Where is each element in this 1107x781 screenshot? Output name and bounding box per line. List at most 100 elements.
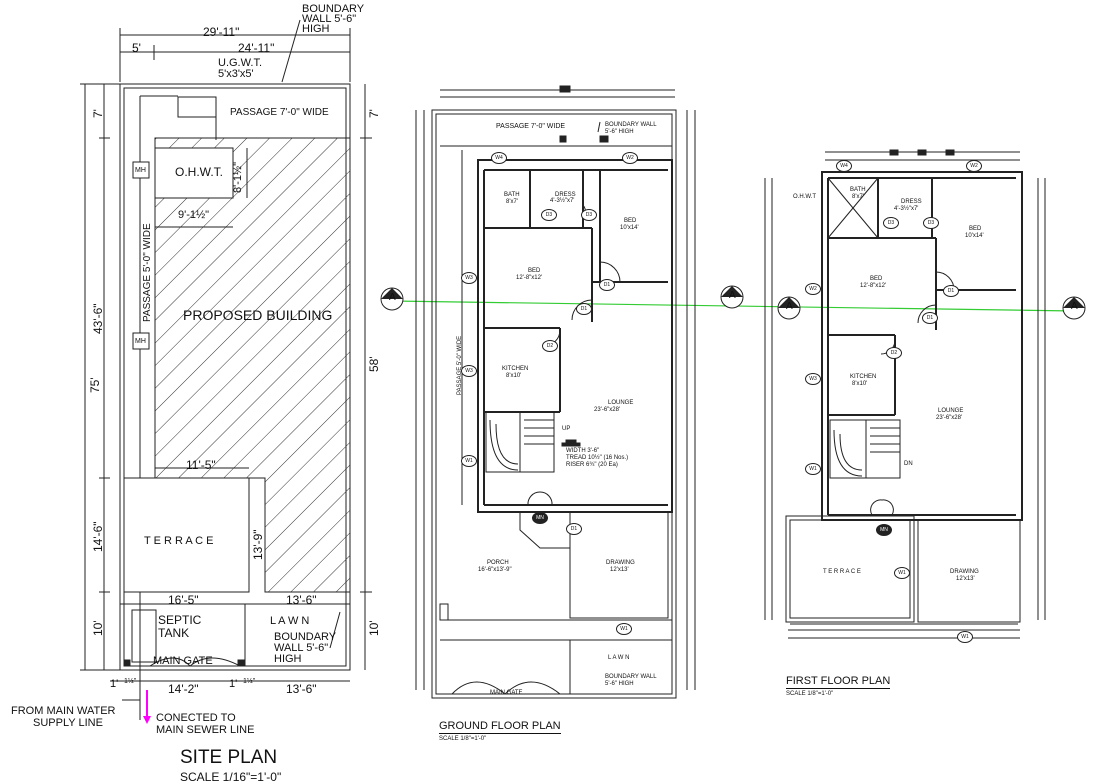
ff-drawing-size: 12'x13': [956, 576, 975, 582]
ff-section-a-left: A: [786, 301, 793, 312]
ff-kitchen: KITCHEN: [850, 374, 877, 380]
gf-lounge-size: 23'-6"x28': [594, 407, 621, 413]
gf-section-a-left: A: [389, 292, 396, 303]
site-dim-bottom-right: 13'-6": [286, 593, 317, 607]
ff-terrace: T E R R A C E: [823, 569, 861, 575]
ff-tag-w3: W3: [805, 373, 821, 385]
site-boundary-top-1: BOUNDARY: [302, 3, 365, 15]
site-terrace-label: T E R R A C E: [144, 535, 214, 547]
ff-dress: DRESS: [901, 199, 922, 205]
gf-tag-w4: W4: [491, 152, 507, 164]
gf-stair-riser: RISER 6¾" (20 Ea): [566, 462, 618, 468]
ff-ohwt: O.H.W.T: [793, 194, 816, 200]
ff-bed1: BED: [969, 226, 982, 232]
site-dim-left-mid: 43'-6": [91, 303, 105, 334]
site-dim-top-left: 5': [132, 41, 141, 55]
site-dim-ohwt-w: 9'-1½": [178, 209, 210, 221]
ff-dress-size: 4'-3½"x7': [894, 206, 919, 212]
ff-tag-main-door: MN: [876, 524, 892, 536]
gf-drawing-size: 12'x13': [610, 567, 629, 573]
site-sewer-2: MAIN SEWER LINE: [156, 724, 255, 736]
site-manhole-1: MH: [135, 167, 146, 174]
gf-bath: BATH: [504, 192, 520, 198]
ff-tag-d1b: D1: [922, 312, 938, 324]
ff-lounge-size: 23'-6"x28': [936, 415, 963, 421]
site-dim-left-low: 14'-6": [91, 521, 105, 552]
ff-tag-w1c: W1: [957, 631, 973, 643]
site-water-1: FROM MAIN WATER: [11, 705, 116, 717]
gf-stair-up: UP: [562, 426, 571, 432]
gf-dress-size: 4'-3½"x7': [550, 198, 575, 204]
gf-boundary-bottom-1: BOUNDARY WALL: [605, 674, 657, 680]
site-passage-side: PASSAGE 5'-0" WIDE: [142, 223, 153, 322]
site-dim-base-c: 14'-2": [168, 682, 199, 696]
site-passage-top: PASSAGE 7'-0" WIDE: [230, 107, 329, 118]
site-manhole-2: MH: [135, 338, 146, 345]
site-sewer-1: CONECTED TO: [156, 712, 236, 724]
site-dim-terrace-w: 11'-5": [186, 458, 216, 472]
ff-title: FIRST FLOOR PLAN: [786, 675, 891, 689]
gf-bed1: BED: [624, 218, 637, 224]
gf-tag-d3a: D3: [541, 209, 557, 221]
ff-bath-size: 8'x7': [852, 194, 864, 200]
gf-kitchen: KITCHEN: [502, 366, 529, 372]
ff-kitchen-size: 8'x10': [852, 381, 868, 387]
site-ugwt-label: U.G.W.T.: [218, 57, 262, 69]
gf-kitchen-size: 8'x10': [506, 373, 522, 379]
gf-boundary-bottom-2: 5'-6" HIGH: [605, 681, 634, 687]
gf-boundary-2: 5'-6" HIGH: [605, 129, 634, 135]
gf-scale: SCALE 1/8"=1'-0": [439, 736, 487, 742]
ff-section-a-right: A: [1071, 301, 1078, 312]
site-septic-2: TANK: [158, 626, 190, 640]
ff-tag-d2: D2: [886, 347, 902, 359]
site-lawn-label: L A W N: [270, 615, 310, 627]
site-dim-right-mid: 58': [367, 356, 381, 372]
site-dim-left-bottom: 10': [91, 620, 105, 636]
ff-bed1-size: 10'x14': [965, 233, 984, 239]
gf-tag-w3: W3: [461, 272, 477, 284]
site-dim-ohwt-h: 8'-1½": [232, 161, 244, 193]
site-septic-1: SEPTIC: [158, 613, 202, 627]
gf-drawing: DRAWING: [606, 560, 635, 566]
ff-bath: BATH: [850, 187, 866, 193]
site-ohwt-label: O.H.W.T.: [175, 165, 223, 179]
site-dim-left-top: 7': [91, 109, 105, 118]
gf-boundary-1: BOUNDARY WALL: [605, 122, 657, 128]
ff-tag-d3b: D3: [923, 217, 939, 229]
site-water-2: SUPPLY LINE: [33, 717, 103, 729]
ff-tag-w2: W2: [966, 160, 982, 172]
ff-tag-d3a: D3: [883, 217, 899, 229]
gf-tag-main-door: MN: [532, 512, 548, 524]
site-plan-title: SITE PLAN: [180, 747, 278, 768]
site-dim-base-a: 1': [110, 678, 119, 690]
ff-tag-w1: W1: [805, 463, 821, 475]
site-plan-scale: SCALE 1/16"=1'-0": [180, 770, 282, 781]
ff-bed2-size: 12'-8"x12': [860, 283, 887, 289]
site-dim-base-d: 1': [229, 678, 238, 690]
site-dim-right-bottom: 10': [367, 620, 381, 636]
gf-tag-d2: D2: [542, 340, 558, 352]
site-dim-right-top: 7': [367, 109, 381, 118]
site-dim-base-e: 1½": [243, 678, 256, 685]
gf-tag-d1b: D1: [576, 303, 592, 315]
gf-bed2: BED: [528, 268, 541, 274]
ff-lounge: LOUNGE: [938, 408, 964, 414]
ff-tag-w4: W4: [836, 160, 852, 172]
gf-porch-size: 16'-6"x13'-9": [478, 567, 512, 573]
gf-lawn: L A W N: [608, 655, 630, 661]
gf-passage-side: PASSAGE 5'-0" WIDE: [457, 335, 463, 395]
site-boundary-bottom-1: BOUNDARY: [274, 631, 337, 643]
ff-stair-dn: DN: [904, 461, 913, 467]
gf-dress: DRESS: [555, 192, 576, 198]
gf-section-a-right: A: [729, 290, 736, 301]
gf-tag-d1a: D1: [599, 279, 615, 291]
site-dim-bottom-left: 16'-5": [168, 593, 199, 607]
gf-bath-size: 8'x7': [506, 199, 518, 205]
gf-porch: PORCH: [487, 560, 509, 566]
site-dim-left-total: 75': [88, 377, 102, 393]
site-proposed-building: PROPOSED BUILDING: [183, 307, 333, 323]
site-main-gate: MAIN GATE: [153, 655, 213, 667]
gf-tag-w1: W1: [461, 455, 477, 467]
